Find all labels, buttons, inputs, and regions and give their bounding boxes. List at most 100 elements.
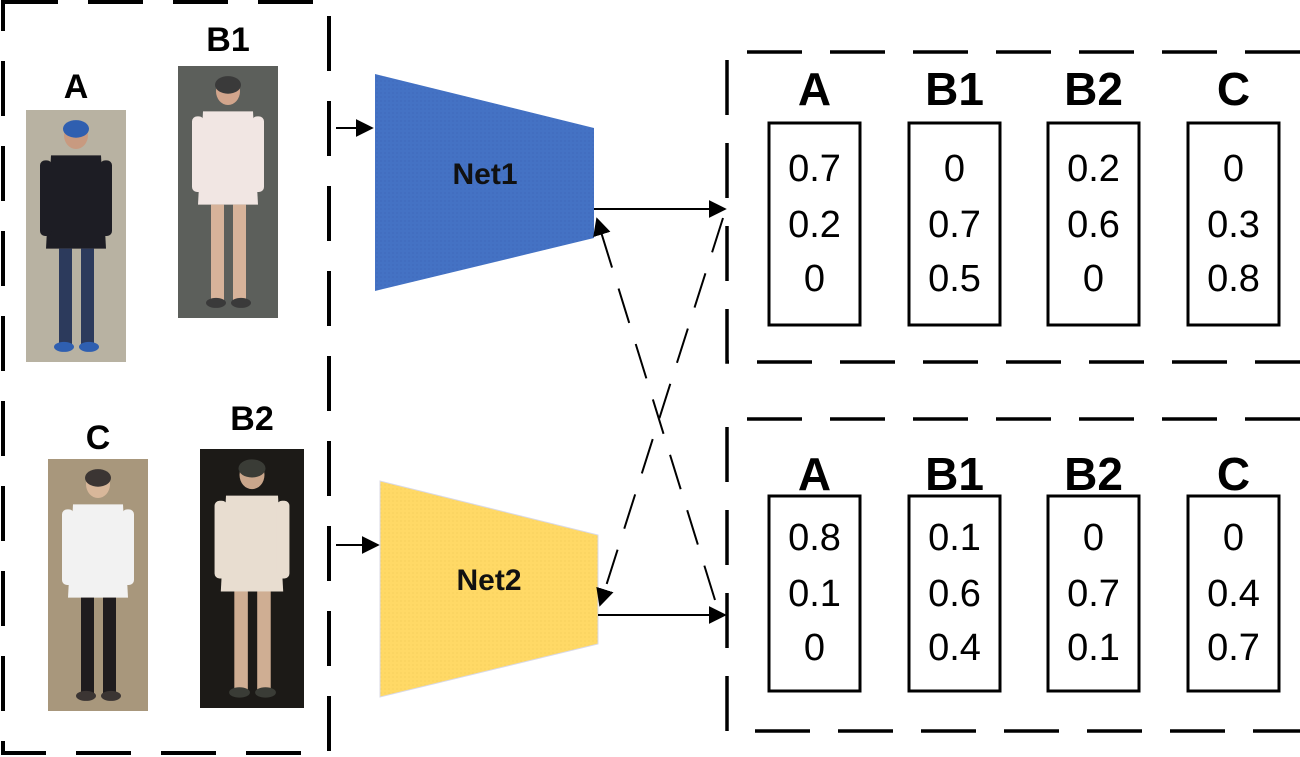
person-leg-right bbox=[257, 591, 271, 690]
input-group: A B1 C B2 bbox=[1, 0, 331, 755]
score-value: 0 bbox=[804, 627, 825, 669]
net2-trapezoid bbox=[379, 480, 599, 698]
person-arm-left bbox=[192, 116, 204, 192]
score-column-header: C bbox=[1217, 448, 1250, 500]
dashed-arrow-output2-to-net1 bbox=[593, 217, 716, 601]
score-value: 0.1 bbox=[788, 573, 841, 615]
person-leg-right bbox=[81, 248, 94, 345]
score-value: 0.7 bbox=[1207, 627, 1260, 669]
score-value: 0.3 bbox=[1207, 204, 1260, 246]
person-arm-right bbox=[276, 500, 290, 579]
score-column-c: C 0 0.4 0.7 bbox=[1186, 448, 1281, 693]
score-column-header: C bbox=[1217, 63, 1250, 115]
score-column-header: B2 bbox=[1064, 448, 1123, 500]
output-group-net2-border bbox=[725, 417, 1300, 733]
person-foot-left bbox=[76, 690, 96, 701]
score-value: 0 bbox=[1223, 517, 1244, 559]
score-value: 0 bbox=[1083, 258, 1104, 300]
person-foot-right bbox=[79, 341, 99, 352]
dashed-arrow-output1-to-net2 bbox=[596, 217, 724, 607]
score-column-box bbox=[767, 121, 862, 327]
person-leg-left bbox=[59, 248, 72, 345]
score-column-box bbox=[767, 494, 862, 693]
score-value: 0 bbox=[804, 258, 825, 300]
network-net2: Net2 bbox=[379, 480, 599, 698]
person-leg-left bbox=[234, 591, 248, 690]
score-value: 0.6 bbox=[928, 573, 981, 615]
output-group-net1-border bbox=[725, 50, 1300, 364]
image-label-a: A bbox=[64, 68, 89, 106]
person-hair bbox=[238, 459, 266, 478]
score-value: 0.4 bbox=[928, 627, 981, 669]
score-value: 0.1 bbox=[928, 517, 981, 559]
score-value: 0.1 bbox=[1067, 627, 1120, 669]
person-foot-right bbox=[255, 687, 276, 698]
person-arm-right bbox=[122, 509, 134, 585]
person-image-a bbox=[26, 110, 126, 362]
person-arm-right bbox=[100, 160, 112, 236]
person-hair bbox=[63, 120, 89, 138]
score-column-a: A 0.8 0.1 0 bbox=[767, 448, 862, 693]
score-column-box bbox=[1046, 494, 1141, 693]
score-column-b1: B1 0.1 0.6 0.4 bbox=[907, 448, 1002, 693]
score-column-header: A bbox=[798, 63, 831, 115]
person-image-b1 bbox=[178, 66, 278, 318]
person-leg-right bbox=[103, 597, 116, 694]
net2-label: Net2 bbox=[456, 564, 521, 597]
net1-trapezoid bbox=[375, 74, 594, 291]
person-torso bbox=[220, 495, 284, 592]
score-column-header: B1 bbox=[925, 448, 984, 500]
score-column-b1: B1 0 0.7 0.5 bbox=[907, 63, 1002, 327]
score-value: 0.5 bbox=[928, 258, 981, 300]
score-value: 0.2 bbox=[1067, 148, 1120, 190]
person-leg-left bbox=[211, 204, 224, 301]
person-leg-right bbox=[233, 204, 246, 301]
person-arm-left bbox=[214, 500, 228, 579]
person-hair bbox=[215, 76, 241, 94]
person-arm-left bbox=[40, 160, 52, 236]
score-column-header: B1 bbox=[925, 63, 984, 115]
input-group-border bbox=[1, 0, 331, 755]
network-net1: Net1 bbox=[375, 74, 594, 291]
score-value: 0.7 bbox=[1067, 573, 1120, 615]
person-foot-left bbox=[54, 341, 74, 352]
score-column-box bbox=[1186, 494, 1281, 693]
score-value: 0 bbox=[1083, 517, 1104, 559]
person-torso bbox=[46, 155, 106, 249]
score-value: 0.7 bbox=[788, 148, 841, 190]
image-label-b1: B1 bbox=[206, 21, 249, 59]
net1-label: Net1 bbox=[452, 158, 517, 191]
score-column-box bbox=[1186, 121, 1281, 327]
person-foot-left bbox=[206, 297, 226, 308]
score-column-b2: B20.20.60 bbox=[1046, 63, 1141, 327]
person-foot-left bbox=[229, 687, 250, 698]
score-column-box bbox=[1046, 121, 1141, 327]
image-label-b2: B2 bbox=[230, 400, 273, 438]
person-hair bbox=[85, 469, 111, 487]
score-value: 0.4 bbox=[1207, 573, 1260, 615]
score-value: 0.2 bbox=[788, 204, 841, 246]
person-image-c bbox=[48, 459, 148, 711]
score-column-box bbox=[907, 494, 1002, 693]
score-value: 0.8 bbox=[1207, 258, 1260, 300]
score-value: 0 bbox=[944, 148, 965, 190]
person-image-b2 bbox=[200, 449, 304, 708]
score-column-b2: B2 0 0.7 0.1 bbox=[1046, 448, 1141, 693]
score-value: 0.7 bbox=[928, 204, 981, 246]
score-value: 0.6 bbox=[1067, 204, 1120, 246]
score-column-box bbox=[907, 121, 1002, 327]
person-foot-right bbox=[231, 297, 251, 308]
score-column-a: A 0.7 0.2 0 bbox=[767, 63, 862, 327]
person-torso bbox=[198, 111, 258, 205]
score-column-header: A bbox=[798, 448, 831, 500]
score-value: 0 bbox=[1223, 148, 1244, 190]
person-leg-left bbox=[81, 597, 94, 694]
output-group-net2: A 0.8 0.1 0 B1 0.1 0.6 0.4 B2 0 0.7 0.1 C 0 0.4 0.7 bbox=[725, 417, 1300, 733]
image-label-c: C bbox=[86, 419, 111, 457]
person-arm-left bbox=[62, 509, 74, 585]
person-torso bbox=[68, 504, 128, 598]
score-value: 0.8 bbox=[788, 517, 841, 559]
person-foot-right bbox=[101, 690, 121, 701]
